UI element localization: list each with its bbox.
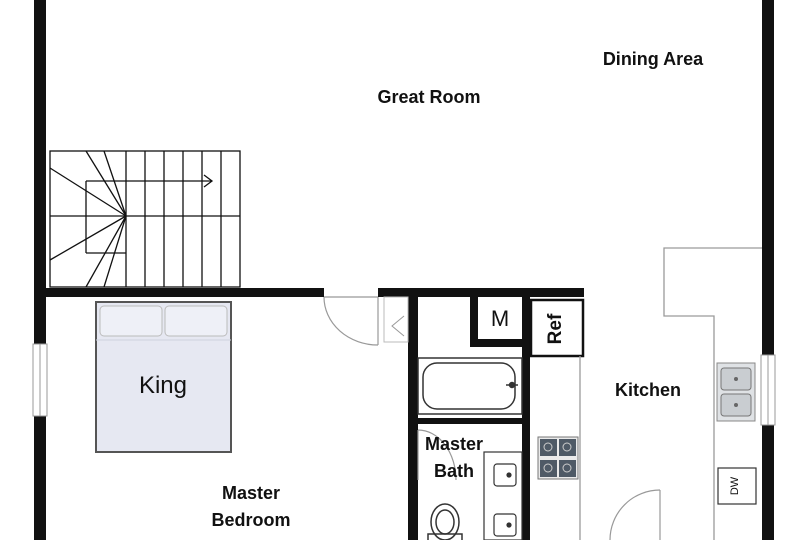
left-exterior-wall <box>34 0 46 540</box>
mechanical-label: M <box>490 306 510 331</box>
master-bath-label-line1: Master <box>424 434 484 454</box>
master-bedroom-label: Master Bedroom <box>190 480 312 534</box>
great-room-label: Great Room <box>377 87 481 107</box>
bedroom-window <box>32 343 48 417</box>
refrigerator-box <box>529 298 585 358</box>
kitchen-counters <box>579 247 762 540</box>
bedroom-door <box>323 296 379 346</box>
right-exterior-wall <box>762 0 774 540</box>
stove <box>537 436 579 480</box>
dishwasher-box <box>717 467 757 505</box>
bath-door <box>417 429 457 481</box>
bed-label: King <box>138 372 188 399</box>
master-bath-label-line2: Bath <box>434 461 474 481</box>
refrigerator-label: Ref <box>545 313 566 345</box>
master-bath-label: Master Bath <box>410 431 498 485</box>
staircase <box>49 150 241 288</box>
interior-walls <box>46 288 584 540</box>
dishwasher-label: DW <box>729 476 741 496</box>
closet-opening <box>383 296 409 343</box>
kitchen-sink <box>716 362 756 422</box>
bath-vanity <box>483 451 523 540</box>
toilet <box>427 503 463 540</box>
bathtub <box>417 357 523 415</box>
master-bedroom-label-line2: Bedroom <box>211 510 291 530</box>
king-bed <box>95 301 232 453</box>
kitchen-window <box>760 354 776 426</box>
master-bedroom-label-line1: Master <box>221 483 281 503</box>
kitchen-door <box>609 489 661 540</box>
mechanical-closet <box>478 297 522 339</box>
kitchen-label: Kitchen <box>614 380 681 400</box>
dining-area-label: Dining Area <box>602 49 704 69</box>
